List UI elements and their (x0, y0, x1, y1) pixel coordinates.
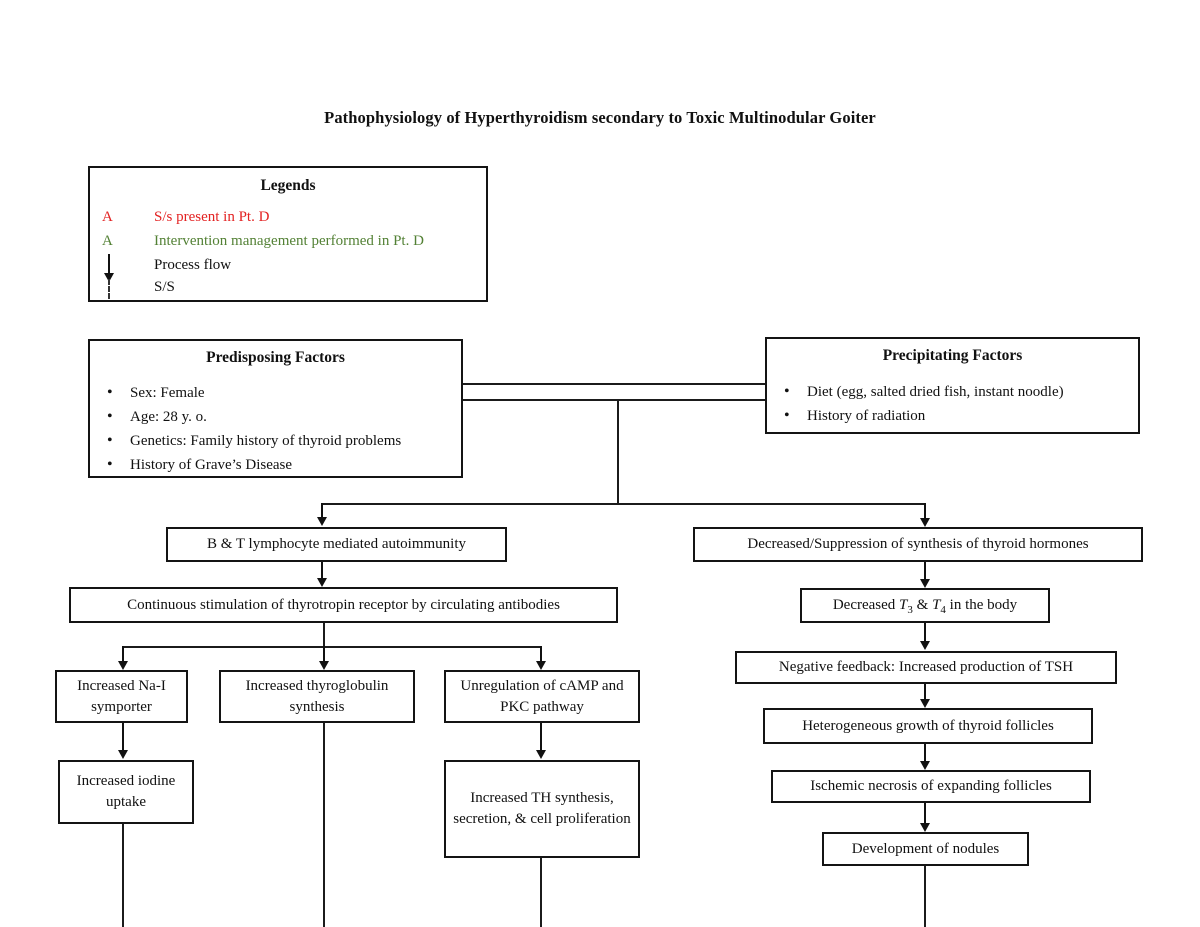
arrow-to-th-synthesis (540, 723, 542, 751)
arrowhead (318, 661, 329, 670)
node-ischemic-necrosis: Ischemic necrosis of expanding follicles (771, 770, 1091, 803)
legend-item-process-flow: Process flow (102, 254, 478, 282)
arrowhead (919, 641, 930, 650)
arrow-bt-to-continuous (321, 562, 323, 579)
arrow-to-suppression (924, 503, 926, 519)
arrowhead (919, 579, 930, 588)
process-flow-arrow-icon (102, 254, 116, 282)
arrowhead (316, 578, 327, 587)
arrow-heterogeneous-to-ischemic (924, 744, 926, 762)
arrowhead (316, 517, 327, 526)
arrowhead (919, 823, 930, 832)
arrowhead (919, 699, 930, 708)
legend-symbol-red-a: A (102, 209, 113, 225)
connector-factors-bottom (463, 399, 765, 401)
predisposing-item: Sex: Female (90, 383, 455, 402)
connector-factors-top (463, 383, 765, 385)
legend-label: S/S (154, 279, 175, 295)
predisposing-item: History of Grave’s Disease (90, 455, 455, 474)
line-th-continuation (540, 858, 542, 927)
arrow-negative-to-heterogeneous (924, 684, 926, 700)
node-suppression-thyroid-hormones: Decreased/Suppression of synthesis of th… (693, 527, 1143, 562)
precipitating-factors-box: Precipitating Factors Diet (egg, salted … (765, 337, 1140, 434)
node-heterogeneous-growth: Heterogeneous growth of thyroid follicle… (763, 708, 1093, 744)
legend-label: Intervention management performed in Pt.… (154, 233, 424, 249)
precipitating-title: Precipitating Factors (882, 347, 1023, 364)
legend-title: Legends (260, 177, 316, 194)
legend-item-ss-present: A S/s present in Pt. D (102, 209, 478, 226)
arrow-to-bt (321, 503, 323, 519)
arrowhead (117, 750, 128, 759)
arrow-to-thyroglobulin (323, 646, 325, 662)
connector-three-way (122, 646, 541, 648)
arrow-to-iodine-uptake (122, 723, 124, 751)
arrowhead (919, 518, 930, 527)
node-decreased-t3-t4: Decreased T3 & T4 in the body (800, 588, 1050, 623)
node-iodine-uptake: Increased iodine uptake (58, 760, 194, 824)
line-iodine-continuation (122, 824, 124, 927)
arrow-t3t4-to-negative (924, 623, 926, 642)
arrowhead (535, 750, 546, 759)
precipitating-item: Diet (egg, salted dried fish, instant no… (767, 382, 1132, 401)
arrow-suppression-to-t3t4 (924, 562, 926, 580)
predisposing-title: Predisposing Factors (206, 349, 345, 366)
connector-factors-drop (617, 399, 619, 504)
predisposing-factors-box: Predisposing Factors Sex: Female Age: 28… (88, 339, 463, 478)
diagram-title: Pathophysiology of Hyperthyroidism secon… (324, 108, 876, 127)
legend-item-intervention: A Intervention management performed in P… (102, 233, 478, 250)
legend-box: Legends A S/s present in Pt. D A Interve… (88, 166, 488, 302)
node-bt-autoimmunity: B & T lymphocyte mediated autoimmunity (166, 527, 507, 562)
predisposing-item: Age: 28 y. o. (90, 407, 455, 426)
node-th-synthesis: Increased TH synthesis, secretion, & cel… (444, 760, 640, 858)
line-thyroglobulin-continuation (323, 723, 325, 927)
node-negative-feedback: Negative feedback: Increased production … (735, 651, 1117, 684)
node-development-of-nodules: Development of nodules (822, 832, 1029, 866)
node-thyroglobulin-synthesis: Increased thyroglobulin synthesis (219, 670, 415, 723)
node-camp-pkc-pathway: Unregulation of cAMP and PKC pathway (444, 670, 640, 723)
node-continuous-stimulation: Continuous stimulation of thyrotropin re… (69, 587, 618, 623)
arrow-to-camp (540, 646, 542, 662)
arrowhead (535, 661, 546, 670)
arrowhead (117, 661, 128, 670)
predisposing-item: Genetics: Family history of thyroid prob… (90, 431, 455, 450)
arrowhead (919, 761, 930, 770)
connector-branch-split (322, 503, 926, 505)
node-na-i-symporter: Increased Na-I symporter (55, 670, 188, 723)
ss-dashed-line-icon (108, 279, 110, 299)
legend-item-ss: S/S (102, 279, 478, 299)
legend-label: S/s present in Pt. D (154, 209, 270, 225)
connector-continuous-drop (323, 623, 325, 647)
line-nodules-continuation (924, 866, 926, 927)
legend-label: Process flow (154, 257, 232, 273)
legend-symbol-green-a: A (102, 233, 113, 249)
arrow-to-nai (122, 646, 124, 662)
precipitating-item: History of radiation (767, 406, 1132, 425)
arrow-ischemic-to-nodules (924, 803, 926, 824)
